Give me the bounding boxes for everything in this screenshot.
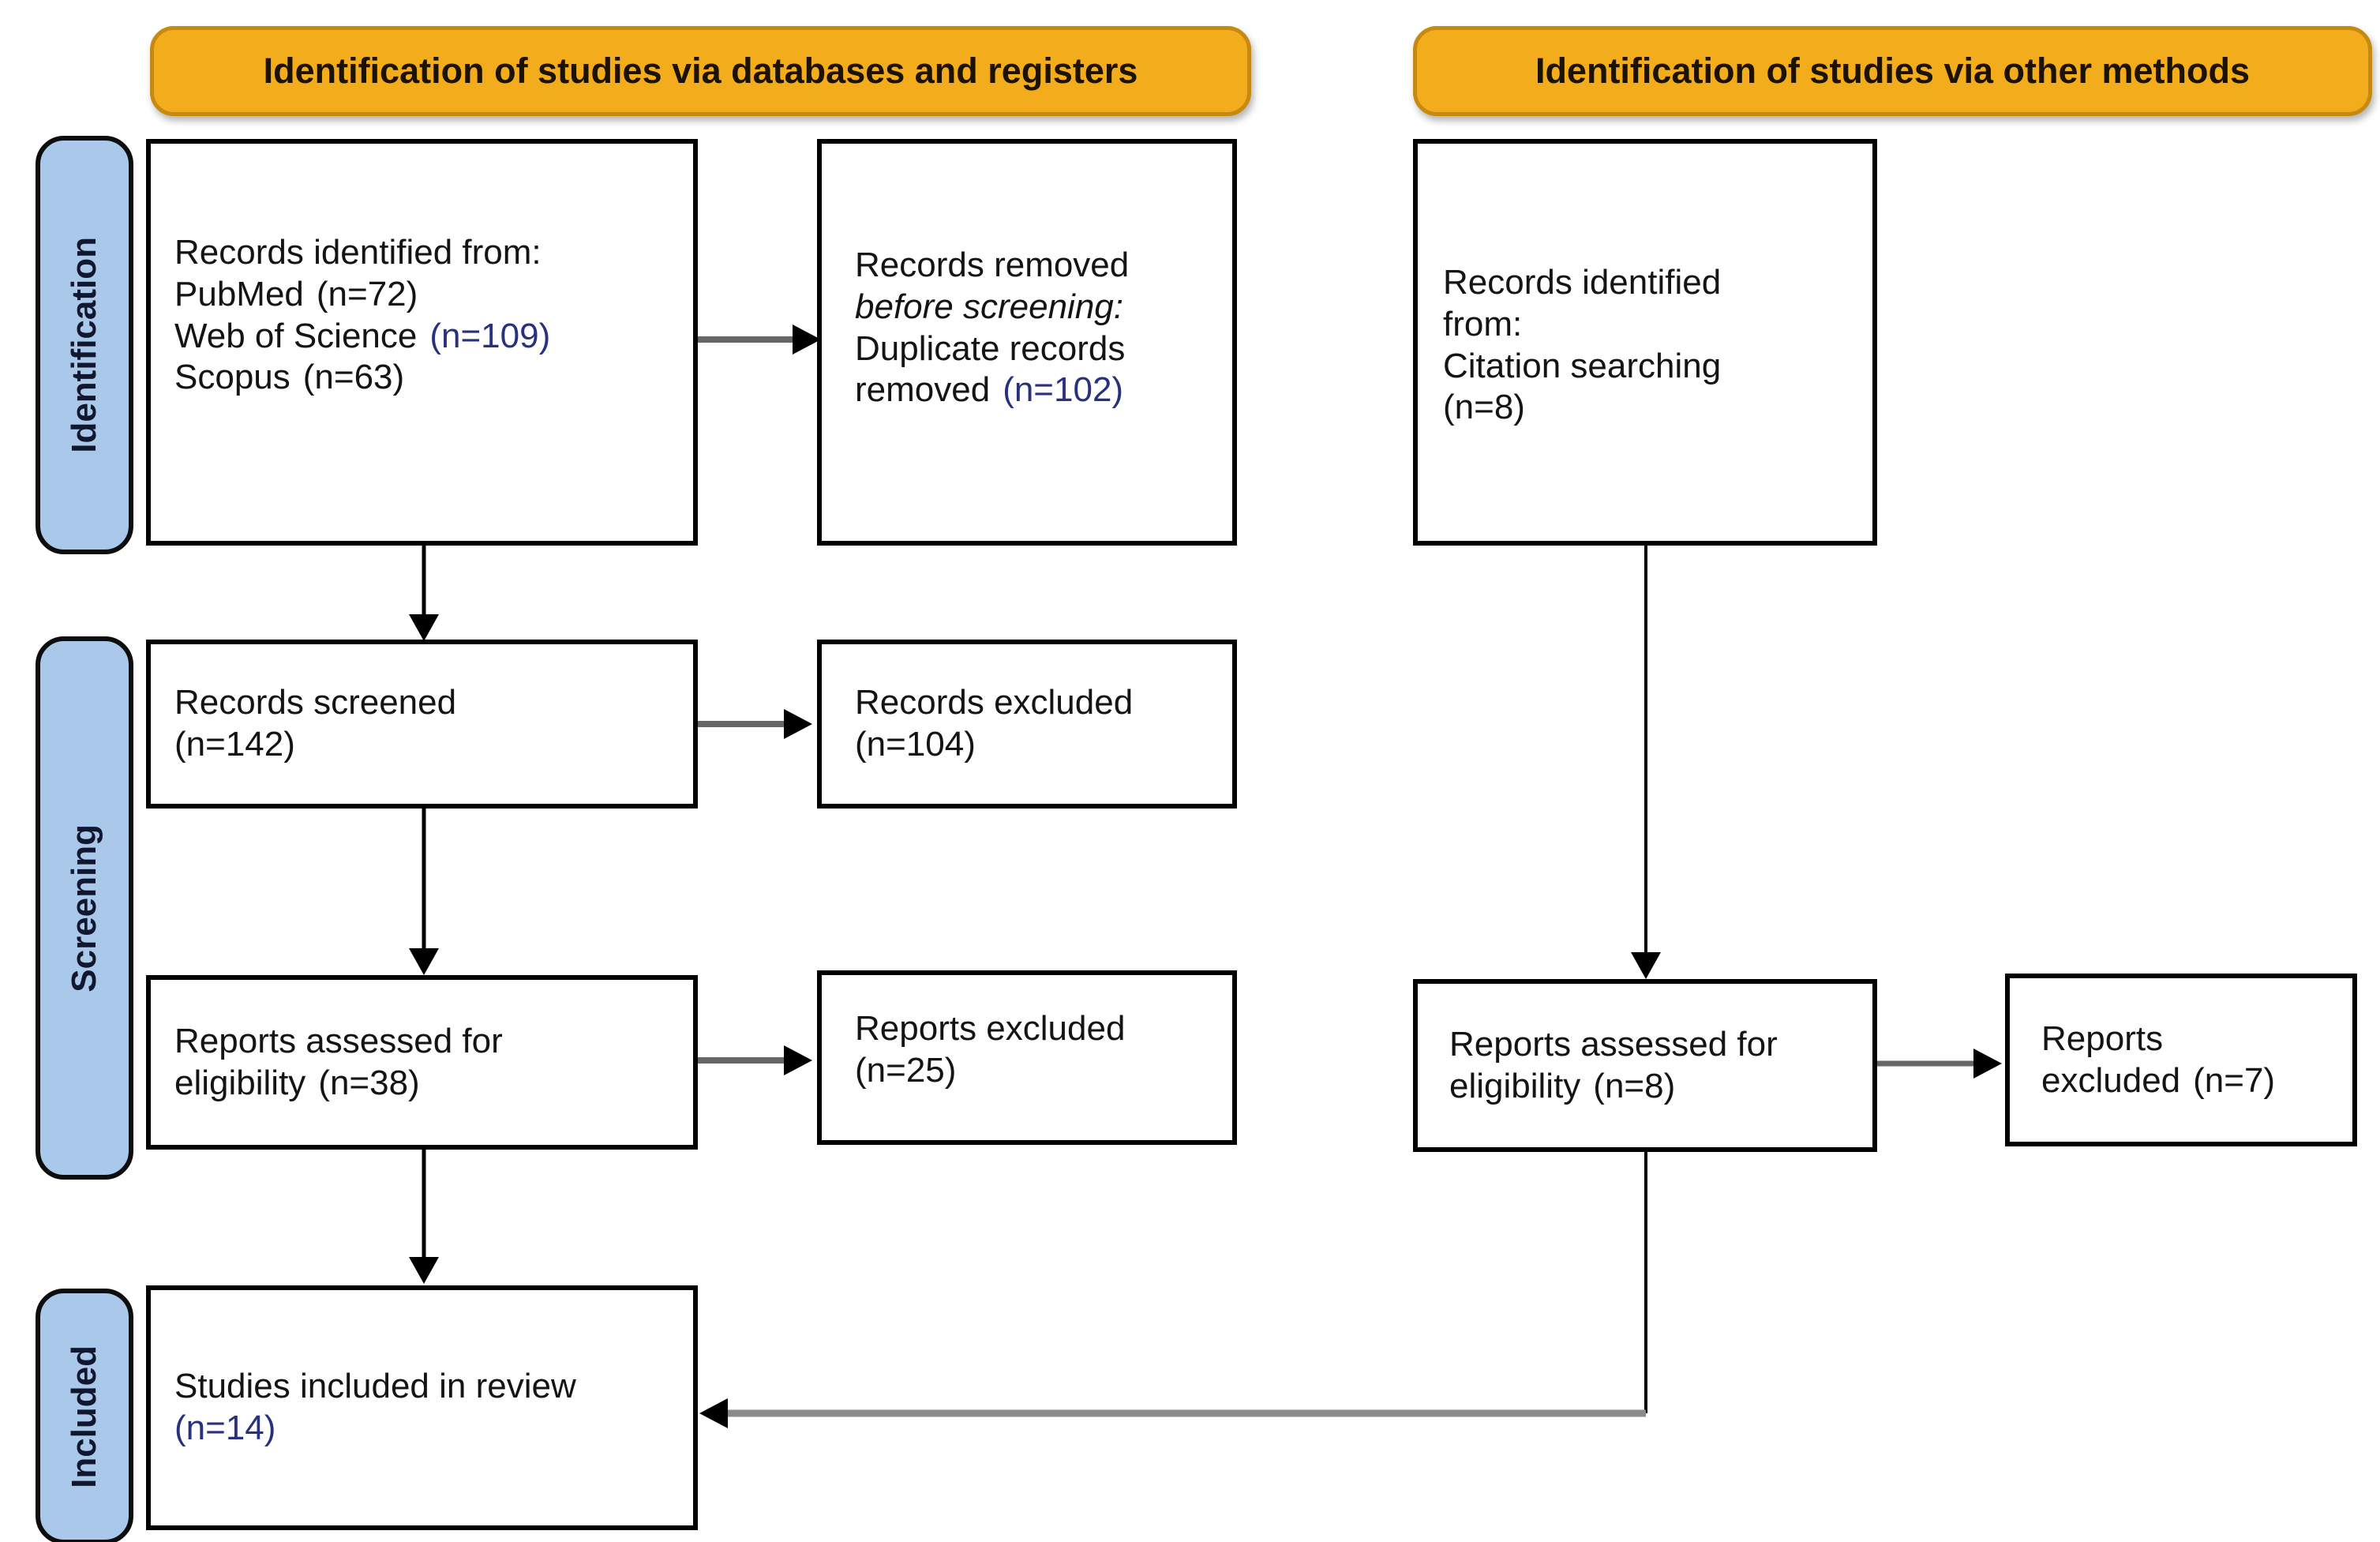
studies-included-label: Studies included in review (174, 1367, 576, 1406)
header-databases-label: Identification of studies via databases … (263, 51, 1138, 91)
records-excluded-count: (n=104) (855, 725, 976, 763)
reports-excluded-db-count: (n=25) (855, 1050, 957, 1090)
box-records-removed: Records removed before screening: Duplic… (817, 139, 1237, 546)
box-reports-excluded-other: Reports excluded (n=7) (2005, 974, 2357, 1146)
box-reports-assessed-databases: Reports assessed for eligibility (n=38) (146, 975, 698, 1150)
stage-included-label: Included (65, 1345, 103, 1488)
header-other-methods: Identification of studies via other meth… (1413, 26, 2372, 116)
reports-excluded-db-label: Reports excluded (855, 1009, 1126, 1048)
arrow-assessed-other-to-excluded (1877, 1049, 2002, 1079)
records-removed-line2: before screening: (855, 287, 1123, 326)
arrow-db-identified-to-duplicates (698, 325, 821, 355)
arrow-screened-to-assessed (409, 809, 439, 975)
box-records-excluded: Records excluded (n=104) (817, 640, 1237, 809)
source-wos-count: (n=109) (429, 316, 551, 355)
source-scopus-count: (n=63) (302, 358, 405, 397)
citation-searching-count: (n=8) (1443, 388, 1525, 427)
records-removed-line3: Duplicate records (855, 328, 1126, 368)
records-excluded-label: Records excluded (855, 683, 1134, 722)
reports-assessed-other-line1: Reports assessed for (1449, 1024, 1778, 1064)
header-databases-registers: Identification of studies via databases … (150, 26, 1251, 116)
other-identified-line2: from: (1443, 304, 1523, 343)
source-wos-label: Web of Science (174, 316, 418, 355)
reports-excluded-other-line1: Reports (2041, 1019, 2164, 1058)
stage-identification: Identification (36, 136, 133, 554)
records-screened-label: Records screened (174, 683, 457, 722)
box-records-screened: Records screened (n=142) (146, 640, 698, 809)
studies-included-count: (n=14) (174, 1409, 276, 1447)
stage-included: Included (36, 1289, 133, 1542)
arrow-db-identified-to-screened (409, 546, 439, 641)
arrow-other-identified-to-assessed (1631, 546, 1661, 979)
reports-excluded-other-count: (n=7) (2193, 1060, 2276, 1100)
box-studies-included: Studies included in review (n=14) (146, 1285, 698, 1530)
stage-screening: Screening (36, 636, 133, 1180)
source-pubmed-count: (n=72) (316, 274, 418, 313)
other-identified-line1: Records identified (1443, 263, 1722, 302)
box-records-identified-other: Records identified from: Citation search… (1413, 139, 1877, 546)
duplicates-removed-count: (n=102) (1003, 370, 1124, 410)
stage-identification-label: Identification (65, 237, 103, 453)
records-identified-intro: Records identified from: (174, 233, 542, 272)
source-pubmed-label: PubMed (174, 274, 304, 313)
records-screened-count: (n=142) (174, 725, 295, 763)
records-removed-line1: Records removed (855, 246, 1130, 284)
reports-assessed-other-count: (n=8) (1593, 1066, 1676, 1105)
other-identified-line3: Citation searching (1443, 346, 1722, 385)
box-reports-assessed-other: Reports assessed for eligibility (n=8) (1413, 979, 1877, 1152)
stage-screening-label: Screening (65, 824, 103, 992)
reports-assessed-db-line2: eligibility (174, 1063, 306, 1102)
arrow-assessed-to-excluded-db (698, 1045, 812, 1075)
reports-excluded-other-line2: excluded (2041, 1060, 2181, 1100)
reports-assessed-other-line2: eligibility (1449, 1066, 1581, 1105)
reports-assessed-db-line1: Reports assessed for (174, 1021, 503, 1060)
box-records-identified-databases: Records identified from: PubMed (n=72) We… (146, 139, 698, 546)
header-other-label: Identification of studies via other meth… (1535, 51, 2251, 91)
reports-assessed-db-count: (n=38) (318, 1063, 420, 1102)
arrow-assessed-other-to-included (699, 1152, 1647, 1428)
box-reports-excluded-databases: Reports excluded (n=25) (817, 970, 1237, 1145)
arrow-screened-to-excluded (698, 709, 812, 739)
records-removed-line4: removed (855, 370, 991, 410)
source-scopus-label: Scopus (174, 358, 290, 397)
arrow-assessed-to-included (409, 1150, 439, 1284)
